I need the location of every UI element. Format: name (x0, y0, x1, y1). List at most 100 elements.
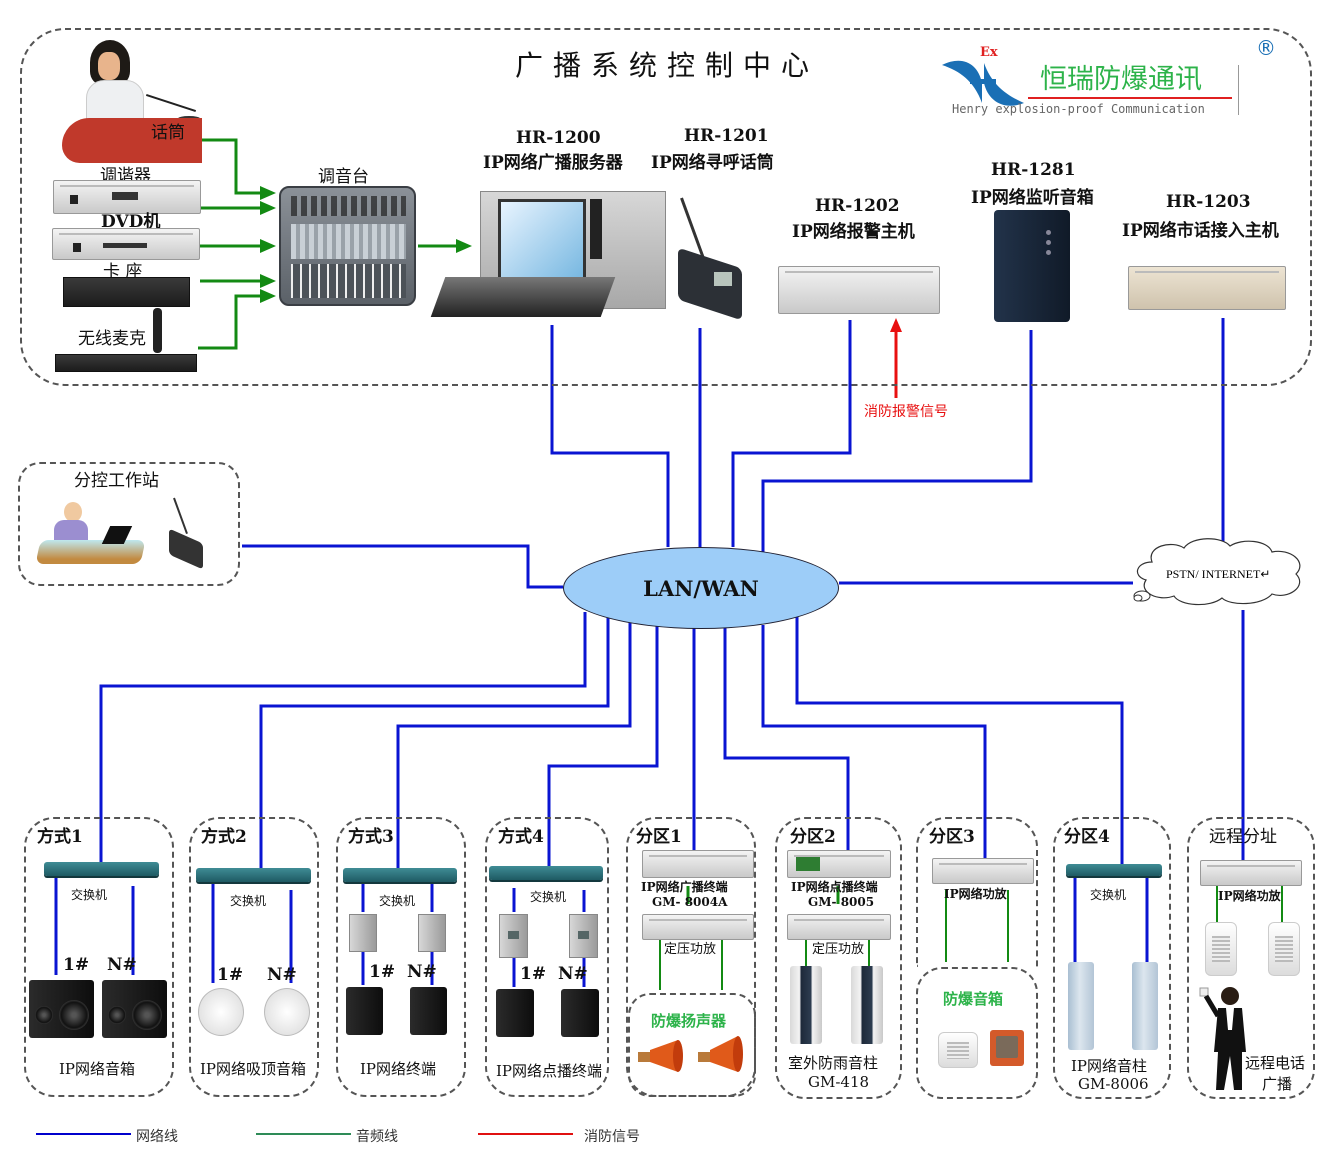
legend-swatch-audio (256, 1133, 351, 1135)
switch-label: 交换机 (71, 888, 108, 902)
legend-label-audio: 音频线 (356, 1129, 398, 1145)
constant-voltage-amplifier-icon (642, 914, 754, 940)
zone-title-area4: 分区4 (1064, 827, 1110, 847)
brand-ex-mark: Ex (980, 45, 998, 60)
paging-microphone-icon (672, 197, 752, 328)
zone-subtitle-area1: 防爆扬声器 (651, 1012, 727, 1030)
wall-speaker-icon (1268, 922, 1300, 976)
source-label-wireless-mic: 无线麦克 (78, 329, 146, 349)
zone-title-mode2: 方式2 (201, 827, 247, 847)
network-switch-icon (343, 868, 457, 882)
terminal-speaker-icon (496, 989, 534, 1037)
switch-label: 交换机 (1090, 888, 1127, 902)
brand-logo-icon (942, 60, 1024, 106)
terminal-model: GM- 8004A (652, 895, 728, 909)
zone-caption-area4: IP网络音柱 (1071, 1057, 1148, 1075)
switch-label: 交换机 (230, 894, 267, 908)
zone-caption-line2-remote: 广播 (1262, 1075, 1293, 1093)
ip-vod-terminal-icon (499, 914, 528, 958)
remote-caller-person-icon (1199, 987, 1246, 1090)
legend-label-network: 网络线 (136, 1129, 178, 1145)
switch-label: 交换机 (530, 890, 567, 904)
device-name-hr1281: IP网络监听音箱 (971, 188, 1094, 208)
page-title: 广播系统控制中心 (515, 49, 820, 82)
mixer-label: 调音台 (318, 167, 369, 187)
zone-mode4-box (485, 817, 609, 1097)
control-center-box (20, 28, 1312, 386)
explosion-proof-speaker-icon (990, 1030, 1024, 1066)
speaker-tag-n: N# (558, 964, 588, 984)
brand-name-cn: 恒瑞防爆通讯 (1040, 64, 1202, 95)
zone-area1-sub-box (628, 993, 756, 1097)
zone-subtitle-area3: 防爆音箱 (943, 990, 1004, 1008)
zone-caption-model-area2: GM-418 (808, 1073, 870, 1091)
wireless-microphone-icon (55, 308, 197, 372)
ceiling-speaker-icon (198, 988, 244, 1036)
zone-area3-box (916, 817, 1038, 967)
dvd-player-icon (52, 228, 200, 260)
zone-remote-box (1187, 817, 1315, 1099)
explosion-proof-speaker-icon (938, 1032, 978, 1068)
speaker-tag-n: N# (407, 962, 437, 982)
zone-mode1-box (24, 817, 174, 1097)
presenter-microphone-icon (60, 40, 202, 165)
terminal-speaker-icon (561, 989, 599, 1037)
speaker-tag-1: 1# (63, 955, 90, 975)
wall-speaker-icon (1205, 922, 1237, 976)
network-wire-workstation (242, 544, 563, 589)
zone-caption-mode4: IP网络点播终端 (496, 1062, 603, 1080)
pstn-internet-label: PSTN/ INTERNET↵ (1166, 567, 1270, 581)
terminal-speaker-icon (346, 987, 383, 1035)
ip-amplifier-icon (932, 858, 1034, 884)
zone-title-area1: 分区1 (636, 827, 682, 847)
broadcast-server-icon (430, 185, 666, 331)
registered-mark: ® (1256, 36, 1276, 60)
explosion-proof-horn-icon (698, 1036, 743, 1072)
zone-area3-sub-box (916, 967, 1038, 1099)
device-name-hr1202: IP网络报警主机 (792, 222, 915, 242)
zone-caption-mode2: IP网络吸顶音箱 (200, 1060, 307, 1078)
rainproof-column-speaker-icon (851, 966, 883, 1044)
tuner-icon (53, 180, 201, 214)
lan-wan-hub: LAN/WAN (563, 547, 839, 629)
ip-column-speaker-icon (1068, 962, 1094, 1050)
ip-terminal-box-icon (418, 914, 446, 952)
zone-title-area3: 分区3 (929, 827, 975, 847)
device-name-hr1201: IP网络寻呼话筒 (651, 153, 774, 173)
speaker-tag-n: N# (267, 965, 297, 985)
zone-mode3-box (336, 817, 466, 1097)
zone-title-remote: 远程分址 (1209, 827, 1277, 847)
brand-underline (1028, 97, 1232, 99)
zone-caption-area2: 室外防雨音柱 (788, 1054, 879, 1072)
network-switch-icon (489, 866, 603, 880)
switch-label: 交换机 (379, 894, 416, 908)
zone-caption-mode1: IP网络音箱 (59, 1060, 136, 1078)
constant-voltage-amplifier-icon (787, 914, 891, 940)
device-name-hr1203: IP网络市话接入主机 (1122, 221, 1279, 241)
device-model-hr1200: HR-1200 (516, 128, 601, 148)
lan-wan-label: LAN/WAN (643, 575, 759, 601)
pstn-internet-cloud: PSTN/ INTERNET↵ (1133, 538, 1301, 606)
workstation-paging-mic-icon (165, 497, 210, 570)
network-switch-icon (44, 862, 159, 876)
speaker-tag-1: 1# (369, 962, 396, 982)
device-name-hr1200: IP网络广播服务器 (483, 153, 623, 173)
ceiling-speaker-icon (264, 988, 310, 1036)
zone-area2-box (775, 817, 902, 1099)
ip-column-speaker-icon (1132, 962, 1158, 1050)
brand-divider (1238, 65, 1239, 115)
operator-workstation-icon (35, 500, 148, 570)
speaker-tag-1: 1# (520, 964, 547, 984)
amplifier-label: IP网络功放 (944, 887, 1007, 901)
terminal-model: GM- 8005 (808, 895, 875, 909)
terminal-speaker-icon (410, 987, 447, 1035)
zone-caption-model-area4: GM-8006 (1078, 1075, 1149, 1093)
monitor-speaker-icon (994, 210, 1070, 322)
ip-vod-terminal-icon (569, 914, 598, 958)
legend-swatch-fire (478, 1133, 573, 1135)
brand-name-en: Henry explosion-proof Communication (952, 102, 1205, 116)
speaker-tag-n: N# (107, 955, 137, 975)
ip-broadcast-terminal-icon (642, 850, 754, 878)
zone-title-mode4: 方式4 (498, 827, 544, 847)
device-model-hr1201: HR-1201 (684, 126, 769, 146)
